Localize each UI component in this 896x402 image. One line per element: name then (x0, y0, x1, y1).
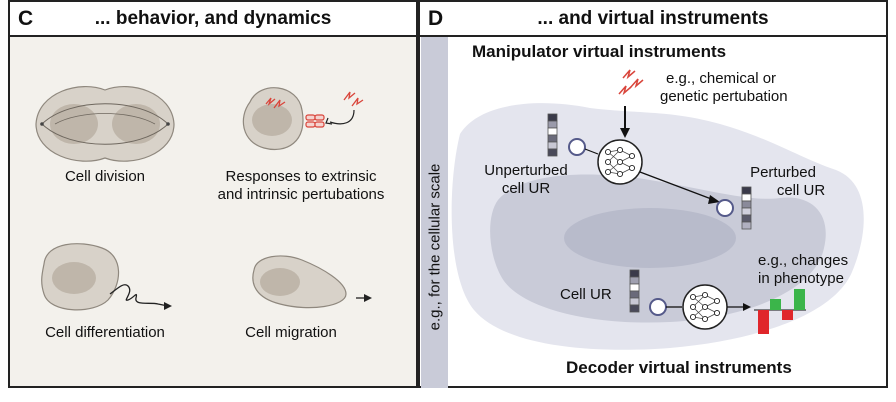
perturbation-result-arrow (639, 171, 715, 201)
perturbation-label-line2: genetic pertubation (660, 88, 788, 105)
perturbed-cell-point (716, 199, 734, 217)
neural-network-icon (597, 139, 643, 185)
lightning-icon (343, 91, 364, 107)
cell-ur-label: Cell UR (560, 286, 612, 303)
lightning-icon (618, 69, 644, 96)
responses-label-line1: Responses to extrinsic (225, 168, 377, 185)
curved-arrow (329, 109, 355, 125)
latent-space-diagram (451, 69, 864, 350)
phenotype-bar-chart (754, 289, 806, 334)
phenotype-label-line1: e.g., changes (758, 252, 849, 269)
cell-division-illustration (35, 86, 372, 311)
differentiating-cell (41, 243, 172, 311)
cell-ur-point (649, 298, 667, 316)
vector-strip-icon (629, 269, 640, 313)
neural-network-icon (682, 284, 728, 330)
unperturbed-label-line2: cell UR (501, 180, 551, 197)
unperturbed-label-line1: Unperturbed (484, 162, 568, 179)
panel-c: C ... behavior, and dynamics (8, 0, 418, 388)
panel-c-header: C ... behavior, and dynamics (10, 2, 416, 37)
perturbed-label-line1: Perturbed (750, 164, 816, 181)
core-cloud (564, 208, 736, 268)
panel-d-header: D ... and virtual instruments (420, 2, 886, 37)
cell-division-label: Cell division (64, 168, 146, 185)
panel-d: D ... and virtual instruments e.g., for … (418, 0, 888, 388)
responses-label-line2: and intrinsic pertubations (217, 186, 385, 203)
vector-strip-icon (741, 186, 752, 230)
panel-d-letter: D (428, 7, 444, 30)
differentiation-trajectory (109, 284, 169, 307)
manipulator-title: Manipulator virtual instruments (472, 42, 727, 61)
nucleus-right (112, 104, 160, 144)
cell-differentiation-label: Cell differentiation (45, 324, 165, 341)
dividing-cell (35, 86, 175, 162)
migrating-cell (252, 255, 372, 309)
unperturbed-cell-point (568, 138, 586, 156)
cell-migration-label: Cell migration (245, 324, 337, 341)
perturbation-label-line1: e.g., chemical or (666, 70, 777, 87)
vector-strip-icon (547, 113, 558, 157)
side-band: e.g., for the cellular scale (421, 37, 448, 388)
panel-c-letter: C (18, 7, 34, 30)
nucleus-left (50, 104, 98, 144)
perturbed-label-line2: cell UR (776, 182, 826, 199)
panel-c-title: ... behavior, and dynamics (94, 8, 332, 29)
responding-cell (242, 87, 364, 150)
decoder-title: Decoder virtual instruments (566, 358, 792, 377)
panel-d-title: ... and virtual instruments (537, 8, 769, 29)
phenotype-label-line2: in phenotype (758, 270, 844, 287)
cell-receptor-icon (305, 114, 325, 128)
lightning-icon (265, 97, 286, 109)
